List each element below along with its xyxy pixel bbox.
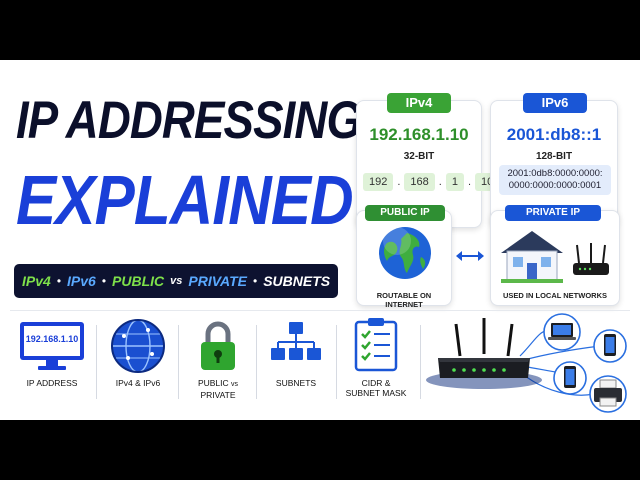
- house-icon: [501, 231, 563, 283]
- laptop-icon: [543, 313, 581, 351]
- bottom-label: PUBLIC vs PRIVATE: [180, 378, 256, 400]
- divider: [96, 325, 97, 399]
- double-arrow-icon: [456, 251, 484, 261]
- octet: 1: [445, 173, 464, 191]
- printer-icon: [589, 375, 627, 413]
- tag-separator: •: [253, 274, 258, 288]
- phone-icon: [553, 361, 587, 395]
- bottom-label-line-2: PRIVATE: [200, 390, 236, 400]
- public-ip-caption: ROUTABLE ON INTERNET: [376, 291, 432, 309]
- private-ip-caption: USED IN LOCAL NETWORKS: [502, 291, 608, 300]
- divider: [10, 310, 630, 311]
- title-line-2: EXPLAINED: [16, 161, 354, 239]
- globe-icon: [111, 319, 165, 373]
- octet: 168: [404, 173, 435, 191]
- tag-ipv6: IPv6: [67, 273, 96, 289]
- tag-public: PUBLIC: [112, 273, 165, 289]
- router-icon: [426, 318, 542, 389]
- divider: [256, 325, 257, 399]
- tag-vs: vs: [170, 275, 183, 287]
- home-network-illustration: [426, 313, 627, 413]
- title-line-1: IP ADDRESSING: [16, 91, 362, 150]
- tag-separator: •: [101, 274, 107, 288]
- private-ip-card: PRIVATE IP USED IN LOCAL NETWORKS: [490, 205, 620, 306]
- tag-separator: •: [56, 274, 62, 288]
- bottom-item-ipv4-ipv6: IPv4 & IPv6: [100, 318, 176, 406]
- bottom-label-line-2: SUBNET MASK: [345, 388, 407, 398]
- monitor-icon: [20, 322, 84, 370]
- bottom-label-line-1: PUBLIC vs: [197, 378, 239, 388]
- ipv6-expanded-line-1: 2001:0db8:0000:0000:: [507, 168, 603, 179]
- bottom-label-line-1: CIDR &: [361, 378, 391, 388]
- bottom-item-subnets: SUBNETS: [258, 318, 334, 406]
- public-ip-label: PUBLIC IP: [365, 205, 445, 221]
- phone-icon: [593, 329, 627, 363]
- divider: [420, 325, 421, 399]
- thumbnail-canvas: IP ADDRESSING EXPLAINED IPv4 • IPv6 • PU…: [0, 60, 640, 420]
- topic-tag-bar: IPv4 • IPv6 • PUBLIC vs PRIVATE • SUBNET…: [14, 264, 338, 298]
- router-icon: [573, 243, 609, 275]
- public-ip-card: PUBLIC IP ROUTABLE ON INTERNET: [356, 205, 452, 309]
- tag-ipv4: IPv4: [22, 273, 51, 289]
- divider: [178, 325, 179, 399]
- ipv4-address: 192.168.1.10: [369, 125, 469, 144]
- bottom-label: IP ADDRESS: [26, 378, 78, 388]
- ipv6-expanded: 2001:0db8:0000:0000: 0000:0000:0000:0001: [499, 165, 611, 195]
- bottom-item-public-private: PUBLIC vs PRIVATE: [180, 318, 256, 406]
- ipv6-bit-length: 128-BIT: [535, 151, 573, 162]
- divider: [336, 325, 337, 399]
- bottom-label: IPv4 & IPv6: [115, 378, 161, 388]
- bottom-label: SUBNETS: [275, 378, 317, 388]
- private-ip-label: PRIVATE IP: [505, 205, 601, 221]
- ipv6-expanded-line-2: 0000:0000:0000:0001: [508, 180, 602, 191]
- bottom-label: CIDR & SUBNET MASK: [338, 378, 414, 398]
- ipv6-address: 2001:db8::1: [506, 125, 602, 144]
- ipv6-label: IPv6: [523, 93, 587, 113]
- tag-private: PRIVATE: [188, 273, 248, 289]
- globe-icon: [379, 227, 431, 279]
- octet: 192: [363, 173, 394, 191]
- bottom-item-cidr: CIDR & SUBNET MASK: [338, 318, 414, 406]
- ipv4-bit-length: 32-BIT: [403, 151, 435, 162]
- tag-subnets: SUBNETS: [263, 273, 331, 289]
- ipv4-octets: 192 . 168 . 1 . 10: [363, 173, 500, 191]
- bottom-item-ip-address: 192.168.1.10 IP ADDRESS: [14, 318, 90, 406]
- checklist-icon: [354, 318, 398, 372]
- ipv4-label: IPv4: [387, 93, 451, 113]
- hierarchy-icon: [271, 322, 321, 360]
- monitor-screen-text: 192.168.1.10: [25, 334, 79, 344]
- lock-icon: [201, 321, 235, 370]
